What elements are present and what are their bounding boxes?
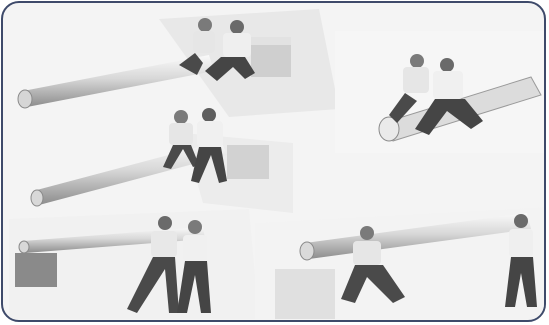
panel-overhead-lift [255,199,546,319]
panel-overhead-lift-art [255,199,546,319]
panel-crouch-lift [9,9,339,117]
panel-shoulder-carry-art [9,209,259,319]
panel-carry-waist [23,103,293,213]
panel-carry-waist-art [23,103,293,213]
panel-lift-end [335,31,546,153]
panel-crouch-lift-art [9,9,339,117]
panel-shoulder-carry [9,209,259,319]
box [227,145,269,179]
panel-lift-end-art [335,31,546,153]
box [15,253,57,287]
